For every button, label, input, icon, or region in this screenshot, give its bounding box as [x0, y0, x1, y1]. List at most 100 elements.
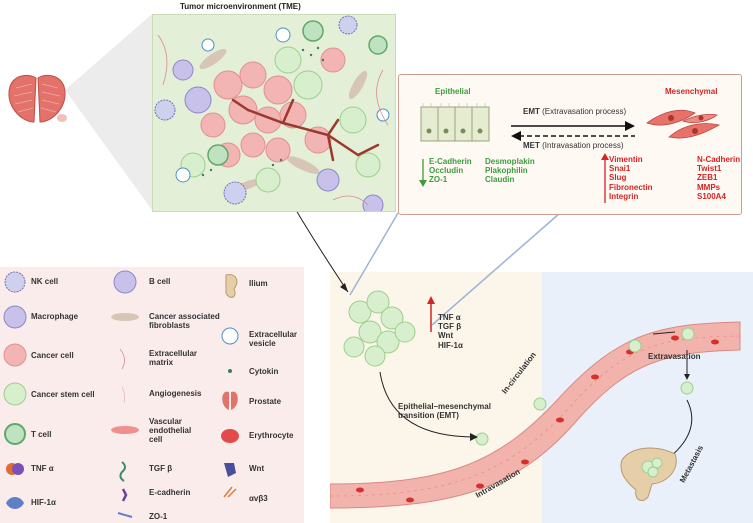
- mesenchymal-marker: MMPs: [697, 182, 721, 192]
- extracellular-vesicle-icon: [221, 327, 239, 345]
- cancer-cells: [200, 47, 346, 168]
- mesenchymal-title: Mesenchymal: [665, 87, 718, 96]
- cytokin-icon: [228, 369, 232, 373]
- legend-label: B cell: [149, 277, 171, 286]
- tgf-beta-icon: [119, 461, 126, 482]
- nk-cell-icon: [4, 271, 26, 293]
- legend-label: Ilium: [249, 279, 268, 288]
- legend-label: Extracellular vesicle: [249, 330, 298, 349]
- mesenchymal-marker: Slug: [609, 173, 627, 183]
- mesenchymal-marker: N-Cadherin: [697, 155, 741, 164]
- prostate-legend-icon: [222, 391, 238, 410]
- up-arrow-red: [601, 153, 609, 203]
- epithelial-marker: Desmoplakin: [485, 157, 535, 166]
- arrow-head: [340, 283, 348, 292]
- fibroblast-icon: [111, 313, 139, 321]
- emt-zoom-line-left: [349, 212, 399, 296]
- legend-label: E-cadherin: [149, 488, 191, 497]
- zoom-wedge: [65, 14, 152, 210]
- mesenchymal-marker: Snai1: [609, 164, 631, 174]
- epithelial-marker: ZO-1: [429, 175, 448, 185]
- cancer-cell-icon: [3, 343, 27, 367]
- legend-label: ZO-1: [149, 512, 168, 521]
- met-label-rest: (Intravasation process): [539, 141, 624, 150]
- legend-label: Macrophage: [31, 312, 79, 321]
- mesenchymal-cells-icon: [646, 109, 721, 139]
- legend-label: Cancer stem cell: [31, 390, 95, 399]
- legend-label: Wnt: [249, 464, 265, 473]
- met-arrow: [511, 131, 635, 141]
- extracellular-matrix: [157, 34, 389, 206]
- extravasation-label: Extravasation: [648, 352, 701, 361]
- vascular-endothelial-cell-icon: [111, 426, 139, 434]
- t-cell-icon: [4, 423, 26, 445]
- legend-label: Erythrocyte: [249, 431, 294, 440]
- legend-label: Angiogenesis: [149, 389, 202, 398]
- epithelial-markers-col1: E-Cadherin Occludin ZO-1: [429, 157, 472, 185]
- mesenchymal-marker: ZEB1: [697, 173, 718, 183]
- emt-label-bold: EMT: [523, 107, 540, 116]
- mesenchymal-marker: Twist1: [697, 164, 722, 174]
- fibroblasts: [199, 48, 368, 192]
- extracellular-matrix-icon: [119, 348, 125, 370]
- emt-panel: Epithelial Mesenchymal EMT (Extravasatio…: [398, 74, 742, 215]
- tnf-alpha-icon: [6, 463, 24, 475]
- factor-arrow-head: [427, 296, 435, 304]
- legend-icons: [3, 270, 239, 518]
- tme-illustration: [154, 15, 390, 211]
- cancer-stem-cells: [180, 46, 381, 193]
- e-cadherin-icon: [121, 488, 128, 502]
- extracellular-vesicles: [175, 27, 390, 183]
- emt-caption: Epithelial–mesenchymal transition (EMT): [398, 402, 491, 421]
- extravasation-arrow-head: [684, 374, 690, 380]
- legend-panel: [0, 267, 304, 523]
- mesenchymal-markers-col2: N-Cadherin Twist1 ZEB1 MMPs S100A4: [697, 155, 740, 201]
- process-illustration: [330, 290, 741, 509]
- legend-label: T cell: [31, 430, 52, 439]
- factor-label: HIF-1α: [438, 340, 463, 350]
- epithelial-title: Epithelial: [435, 87, 471, 96]
- angiogenesis-vessels: [231, 98, 380, 162]
- met-label-bold: MET: [523, 141, 540, 150]
- erythrocyte-icon: [221, 429, 239, 443]
- met-label: MET (Intravasation process): [523, 141, 623, 150]
- emt-arrow: [511, 121, 635, 131]
- epithelial-marker: Plakophilin: [485, 166, 528, 176]
- emt-arrow-head: [470, 433, 478, 441]
- tumor-cell-cluster: [343, 290, 416, 367]
- legend-label: TGF β: [149, 464, 173, 473]
- wnt-icon: [224, 463, 236, 477]
- avb3-icon: [223, 486, 237, 498]
- tme-title: Tumor microenvironment (TME): [180, 2, 301, 11]
- b-cell-icon: [113, 270, 137, 294]
- factor-label: TGF β: [438, 322, 462, 332]
- nk-cells: [154, 15, 358, 205]
- factor-label: TNF α: [438, 313, 461, 322]
- epithelial-marker: Occludin: [429, 166, 464, 176]
- mesenchymal-marker: Integrin: [609, 191, 639, 201]
- angiogenesis-icon: [121, 386, 126, 404]
- legend-label: Prostate: [249, 397, 282, 406]
- legend-label: Cytokin: [249, 367, 279, 376]
- legend-label: αvβ3: [249, 494, 268, 503]
- ilium-bone: [620, 447, 677, 501]
- legend-label: Vascular endothelial cell: [149, 417, 192, 445]
- emt-zoom-line-right: [431, 212, 561, 326]
- tme-panel: [152, 14, 396, 212]
- zo-1-icon: [117, 512, 133, 518]
- mesenchymal-marker: S100A4: [697, 191, 726, 201]
- metastasis-arrow: [669, 399, 693, 458]
- cytokines: [201, 46, 325, 177]
- legend-label: HIF-1α: [31, 498, 56, 507]
- process-factors: TNF α TGF β Wnt HIF-1α: [438, 313, 463, 350]
- extravasation-arrow-1: [652, 331, 676, 335]
- emt-label: EMT (Extravasation process): [523, 107, 626, 116]
- legend-label: Cancer associated fibroblasts: [149, 312, 220, 331]
- t-cells: [207, 20, 388, 166]
- epithelial-marker: Claudin: [485, 175, 515, 185]
- epithelial-markers-col2: Desmoplakin Plakophilin Claudin: [485, 157, 535, 185]
- epithelial-marker: E-Cadherin: [429, 157, 472, 166]
- emt-label-rest: (Extravasation process): [539, 107, 627, 116]
- mesenchymal-marker: Vimentin: [609, 155, 643, 164]
- legend-label: NK cell: [31, 277, 59, 286]
